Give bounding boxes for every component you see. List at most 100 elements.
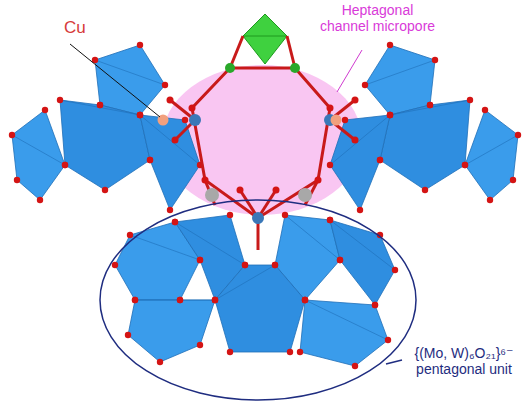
oxygen-atom (197, 257, 203, 263)
facet-edge (175, 222, 245, 265)
oxygen-atom (57, 97, 63, 103)
facet-edge (390, 100, 470, 115)
oxygen-atom (167, 207, 173, 213)
oxygen-atom (377, 157, 383, 163)
polyhedron (365, 45, 435, 115)
facet-edge (140, 115, 200, 165)
oxygen-atom (172, 219, 178, 225)
facet-edge (305, 300, 388, 340)
oxygen-atom (515, 132, 521, 138)
oxygen-atom (297, 349, 303, 355)
polyhedron (330, 220, 395, 305)
facet-edge (465, 135, 518, 165)
oxygen-atom (227, 212, 233, 218)
oxygen-atom (112, 262, 118, 268)
oxygen-atom (422, 187, 428, 193)
oxygen-atom (387, 42, 393, 48)
polyhedron (215, 265, 305, 352)
oxygen-atom (182, 117, 188, 123)
oxygen-atom (427, 102, 433, 108)
polyhedron (128, 300, 215, 362)
oxygen-atom (327, 162, 333, 168)
facet-edge (130, 235, 200, 260)
metal-atom (252, 212, 264, 224)
oxygen-atom (482, 107, 488, 113)
oxygen-atom (510, 177, 516, 183)
oxygen-atom (125, 332, 131, 338)
atom-label: Cu (64, 18, 86, 38)
oxygen-atom (352, 97, 359, 104)
polyhedron (12, 110, 65, 200)
metal-atom (225, 63, 235, 73)
oxygen-atom (162, 82, 168, 88)
facet-edge (330, 220, 395, 270)
oxygen-atom (282, 212, 288, 218)
oxygen-atom (9, 132, 15, 138)
oxygen-atom (202, 177, 209, 184)
unit-outline (100, 200, 416, 400)
oxygen-atom (362, 82, 368, 88)
ring-bonds (158, 14, 359, 250)
oxygen-atom (237, 187, 244, 194)
oxygen-atom (372, 302, 378, 308)
oxygen-atom (227, 349, 233, 355)
oxygen-atom (127, 232, 133, 238)
oxygen-atom (337, 257, 343, 263)
oxygen-atom (342, 117, 348, 123)
green-octahedron (243, 14, 287, 64)
oxygen-atom (387, 112, 393, 118)
oxygen-atom (147, 157, 153, 163)
oxygen-atom (212, 297, 218, 303)
oxygen-atom (392, 267, 398, 273)
oxygen-atom (352, 137, 359, 144)
oxygen-atom (272, 262, 278, 268)
facet-edge (285, 215, 340, 260)
facet-edge (135, 300, 215, 301)
oxygen-atom (387, 112, 393, 118)
oxygen-atom (302, 297, 308, 303)
oxygen-atom (147, 157, 153, 163)
oxygen-atom (302, 297, 308, 303)
oxygen-atom (177, 297, 183, 303)
oxygen-atom (385, 337, 391, 343)
oxygen-atom (327, 105, 334, 112)
metal-atom (298, 188, 312, 202)
metal-atom (331, 115, 342, 126)
facet-edge (365, 60, 435, 85)
oxygen-atom (37, 197, 43, 203)
oxygen-atom (432, 57, 438, 63)
oxygen-atom (97, 102, 103, 108)
oxygen-atom (42, 107, 48, 113)
facet-edge (243, 36, 287, 37)
oxygen-atom (212, 297, 218, 303)
ring-bond (192, 68, 330, 218)
polyhedron (465, 110, 518, 200)
leader-line (70, 44, 160, 117)
oxygen-atom (167, 97, 174, 104)
oxygen-atom (462, 162, 468, 168)
metal-atom (189, 114, 201, 126)
polyhedron (380, 100, 470, 190)
oxygen-atom (62, 162, 68, 168)
leader-line (386, 360, 402, 364)
oxygen-atom (102, 187, 108, 193)
facet-edge (330, 115, 390, 165)
oxygen-atom (197, 342, 203, 348)
oxygen-atom (315, 177, 322, 184)
polyhedron (300, 300, 388, 366)
facet-edge (12, 135, 65, 165)
oxygen-atom (137, 112, 143, 118)
polyhedron (140, 115, 200, 210)
oxygen-atom (172, 219, 178, 225)
oxygen-atom (137, 112, 143, 118)
metal-atom (205, 188, 219, 202)
oxygen-atom (337, 257, 343, 263)
oxygen-atom (272, 262, 278, 268)
oxygen-atom (462, 162, 468, 168)
oxygen-atom (302, 297, 308, 303)
unit-label: {(Mo, W)₆O₂₁}⁶⁻ pentagonal unit (405, 345, 523, 377)
oxygen-atom (62, 162, 68, 168)
oxygen-atom (177, 297, 183, 303)
oxygen-atom (242, 262, 248, 268)
